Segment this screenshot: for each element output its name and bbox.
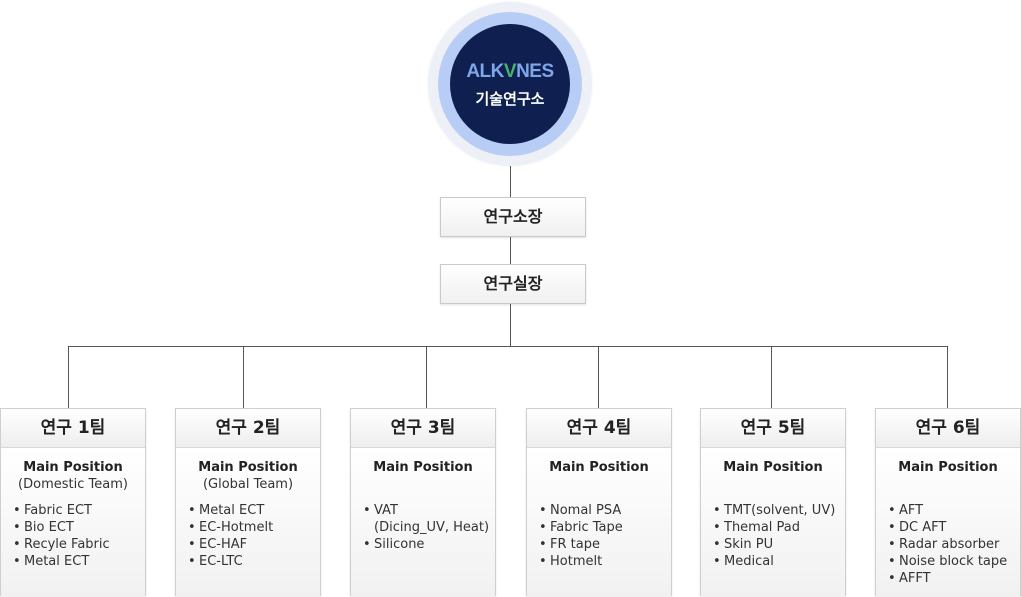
team-box-5: 연구 5팀 Main Position TMT(solvent, UV) The… [700, 408, 846, 597]
list-item: VAT [363, 502, 495, 519]
list-item: EC-LTC [188, 553, 320, 570]
logo-brand-text: ALKVNES [450, 61, 570, 83]
logo-brand-left: ALK [466, 61, 504, 82]
list-item: Radar absorber [888, 536, 1020, 553]
list-item: Fabric Tape [539, 519, 671, 536]
team-item-list: Fabric ECT Bio ECT Recyle Fabric Metal E… [1, 502, 145, 570]
logo-subtitle: 기술연구소 [475, 90, 545, 108]
team-box-6: 연구 6팀 Main Position AFT DC AFT Radar abs… [875, 408, 1021, 597]
manager-box: 연구실장 [440, 264, 586, 304]
list-item: FR tape [539, 536, 671, 553]
list-item: Noise block tape [888, 553, 1020, 570]
connector-logo-to-director [510, 166, 511, 198]
team-body: Main Position (Global Team) Metal ECT EC… [176, 448, 320, 597]
connector-team-3 [426, 346, 427, 408]
connector-manager-to-bus [510, 304, 511, 346]
connector-director-to-manager [510, 236, 511, 264]
team-item-list: Nomal PSA Fabric Tape FR tape Hotmelt [527, 502, 671, 570]
main-position-sub: (Global Team) [202, 477, 294, 492]
list-item-continuation: (Dicing_UV, Heat) [374, 520, 490, 535]
team-body: Main Position Nomal PSA Fabric Tape FR t… [527, 448, 671, 597]
list-item: Hotmelt [539, 553, 671, 570]
team-box-1: 연구 1팀 Main Position (Domestic Team) Fabr… [0, 408, 146, 597]
team-title: 연구 6팀 [876, 409, 1020, 448]
connector-team-6 [947, 346, 948, 408]
logo-ring: ALKVNES 기술연구소 [438, 12, 582, 156]
list-item: Fabric ECT [13, 502, 145, 519]
team-box-4: 연구 4팀 Main Position Nomal PSA Fabric Tap… [526, 408, 672, 597]
list-item: Metal ECT [13, 553, 145, 570]
logo-brand-right: NES [516, 61, 554, 82]
connector-team-4 [598, 346, 599, 408]
list-item: EC-HAF [188, 536, 320, 553]
logo-brand-v: V [503, 61, 517, 82]
connector-team-2 [243, 346, 244, 408]
list-item: Metal ECT [188, 502, 320, 519]
main-position-label: Main Position [198, 460, 298, 475]
team-title: 연구 3팀 [351, 409, 495, 448]
logo-core: ALKVNES 기술연구소 [450, 24, 570, 144]
list-item: Skin PU [713, 536, 845, 553]
list-item: Themal Pad [713, 519, 845, 536]
main-position-label: Main Position [898, 460, 998, 475]
main-position-label: Main Position [373, 460, 473, 475]
team-box-2: 연구 2팀 Main Position (Global Team) Metal … [175, 408, 321, 597]
team-item-list: Metal ECT EC-Hotmelt EC-HAF EC-LTC [176, 502, 320, 570]
list-item: Bio ECT [13, 519, 145, 536]
connector-horizontal-bus [68, 346, 948, 347]
list-item: DC AFT [888, 519, 1020, 536]
list-item: AFT [888, 502, 1020, 519]
team-title: 연구 4팀 [527, 409, 671, 448]
team-title: 연구 1팀 [1, 409, 145, 448]
main-position-label: Main Position [723, 460, 823, 475]
list-item: Nomal PSA [539, 502, 671, 519]
list-item: EC-Hotmelt [188, 519, 320, 536]
team-body: Main Position AFT DC AFT Radar absorber … [876, 448, 1020, 597]
main-position-sub: (Domestic Team) [18, 477, 128, 492]
connector-team-5 [771, 346, 772, 408]
main-position-label: Main Position [23, 460, 123, 475]
logo-badge: ALKVNES 기술연구소 [428, 2, 592, 166]
team-item-list: VAT (Dicing_UV, Heat) Silicone [351, 502, 495, 553]
team-title: 연구 2팀 [176, 409, 320, 448]
team-item-list: TMT(solvent, UV) Themal Pad Skin PU Medi… [701, 502, 845, 570]
list-item: Silicone [363, 536, 495, 553]
list-item: TMT(solvent, UV) [713, 502, 845, 519]
main-position-label: Main Position [549, 460, 649, 475]
team-item-list: AFT DC AFT Radar absorber Noise block ta… [876, 502, 1020, 587]
team-body: Main Position TMT(solvent, UV) Themal Pa… [701, 448, 845, 597]
list-item: Medical [713, 553, 845, 570]
team-body: Main Position (Domestic Team) Fabric ECT… [1, 448, 145, 597]
team-title: 연구 5팀 [701, 409, 845, 448]
team-body: Main Position VAT (Dicing_UV, Heat) Sili… [351, 448, 495, 597]
director-box: 연구소장 [440, 197, 586, 237]
list-item: Recyle Fabric [13, 536, 145, 553]
team-box-3: 연구 3팀 Main Position VAT (Dicing_UV, Heat… [350, 408, 496, 597]
list-item: AFFT [888, 570, 1020, 587]
connector-team-1 [68, 346, 69, 408]
